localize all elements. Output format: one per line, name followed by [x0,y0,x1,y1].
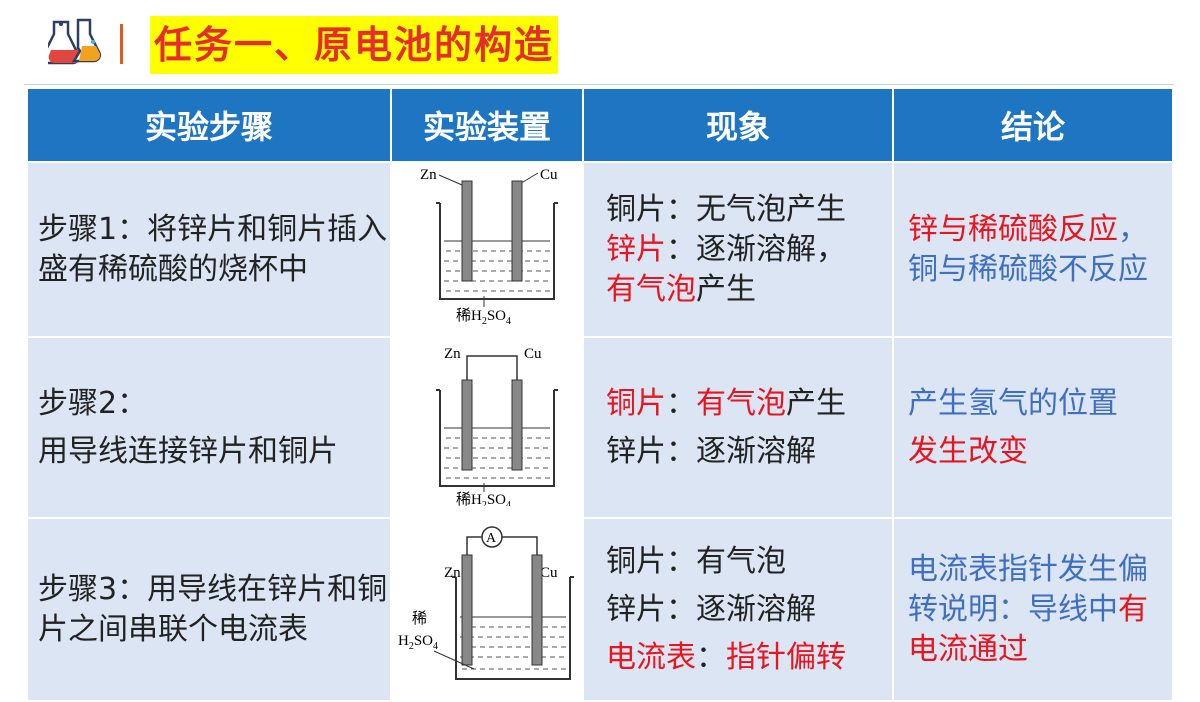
header-apparatus: 实验装置 [390,87,584,163]
title-accent-bar [120,24,123,64]
ammeter-icon [481,526,503,548]
phen-text: 有气泡 [606,271,696,307]
concl-text: 锌与稀硫酸反应 [908,211,1118,247]
phen-text: 铜片：有气泡 [606,543,786,579]
phen-text: 锌片 [606,231,666,267]
header-steps: 实验步骤 [26,87,392,163]
phen-text: ： [696,639,726,675]
zn-label: Zn [420,167,437,183]
phen-text: 锌片：逐渐溶解 [606,433,816,469]
header-phenomenon: 现象 [582,87,894,163]
step-cell: 步骤2： 用导线连接锌片和铜片 [26,336,392,519]
step-text: 步骤1：将锌片和铜片插入盛有稀硫酸的烧杯中 [38,211,388,287]
concl-text: 有电流通过 [908,591,1148,667]
divider [24,84,1174,85]
phenomenon-cell: 铜片：有气泡产生 锌片：逐渐溶解 [582,336,894,519]
phen-text: 有气泡 [696,385,786,421]
zn-label: Zn [444,346,461,362]
table-row: 步骤2： 用导线连接锌片和铜片 Zn Cu [26,336,1174,519]
concl-text: 发生改变 [908,433,1028,469]
phen-text: ： [666,385,696,421]
step-cell: 步骤1：将锌片和铜片插入盛有稀硫酸的烧杯中 [26,161,392,338]
phen-text: 电流表 [606,639,696,675]
conclusion-cell: 锌与稀硫酸反应， 铜与稀硫酸不反应 [892,161,1174,338]
header: 任务一、原电池的构造 [0,0,1200,80]
phen-text: 产生 [696,271,756,307]
phen-text: 产生 [786,385,846,421]
apparatus-cell: Zn Cu 稀H2SO4 [390,161,584,338]
step-text: 步骤2： [38,385,148,421]
cu-label: Cu [540,565,558,581]
phenomenon-cell: 铜片：无气泡产生 锌片：逐渐溶解， 有气泡产生 [582,161,894,338]
beaker-diagram: Zn Cu 稀H2SO4 [420,167,558,327]
concl-text: 产生氢气的位置 [908,385,1118,421]
table-header-row: 实验步骤 实验装置 现象 结论 [26,87,1174,163]
conclusion-cell: 电流表指针发生偏转说明：导线中有电流通过 [892,517,1174,702]
beaker-diagram: Zn Cu 稀H2SO4 [436,346,558,511]
conclusion-cell: 产生氢气的位置 发生改变 [892,336,1174,519]
flask-icon [48,18,102,65]
experiment-table: 实验步骤 实验装置 现象 结论 步骤1：将锌片和铜片插入盛有稀硫酸的烧杯中 Zn… [26,87,1174,702]
phen-text: 铜片 [606,385,666,421]
table-row: 步骤3：用导线在锌片和铜片之间串联个电流表 Zn Cu A [26,517,1174,702]
concl-text: ， [1118,211,1148,247]
phen-text: 铜片：无气泡产生 [606,191,846,227]
apparatus-cell: Zn Cu 稀H2SO4 [390,336,584,519]
cu-label: Cu [524,346,542,362]
acid-label: 稀H2SO4 [456,307,511,325]
phen-text: 锌片：逐渐溶解 [606,591,816,627]
cu-label: Cu [540,167,558,183]
concl-text: 铜与稀硫酸不反应 [908,251,1148,287]
phenomenon-cell: 铜片：有气泡 锌片：逐渐溶解 电流表：指针偏转 [582,517,894,702]
acid-label: 稀H2SO4 [456,491,511,506]
phen-text: ：逐渐溶解， [666,231,846,267]
concl-text: 电流表指针发生偏转说明：导线中 [908,551,1148,627]
phen-text: 指针偏转 [726,639,846,675]
header-conclusion: 结论 [892,87,1174,163]
table-row: 步骤1：将锌片和铜片插入盛有稀硫酸的烧杯中 Zn Cu [26,161,1174,338]
page-title: 任务一、原电池的构造 [150,16,559,74]
zn-label: Zn [444,565,461,581]
step-text: 步骤3：用导线在锌片和铜片之间串联个电流表 [38,571,388,647]
step-cell: 步骤3：用导线在锌片和铜片之间串联个电流表 [26,517,392,702]
ammeter-label: A [486,531,497,546]
step-text: 用导线连接锌片和铜片 [38,433,338,469]
